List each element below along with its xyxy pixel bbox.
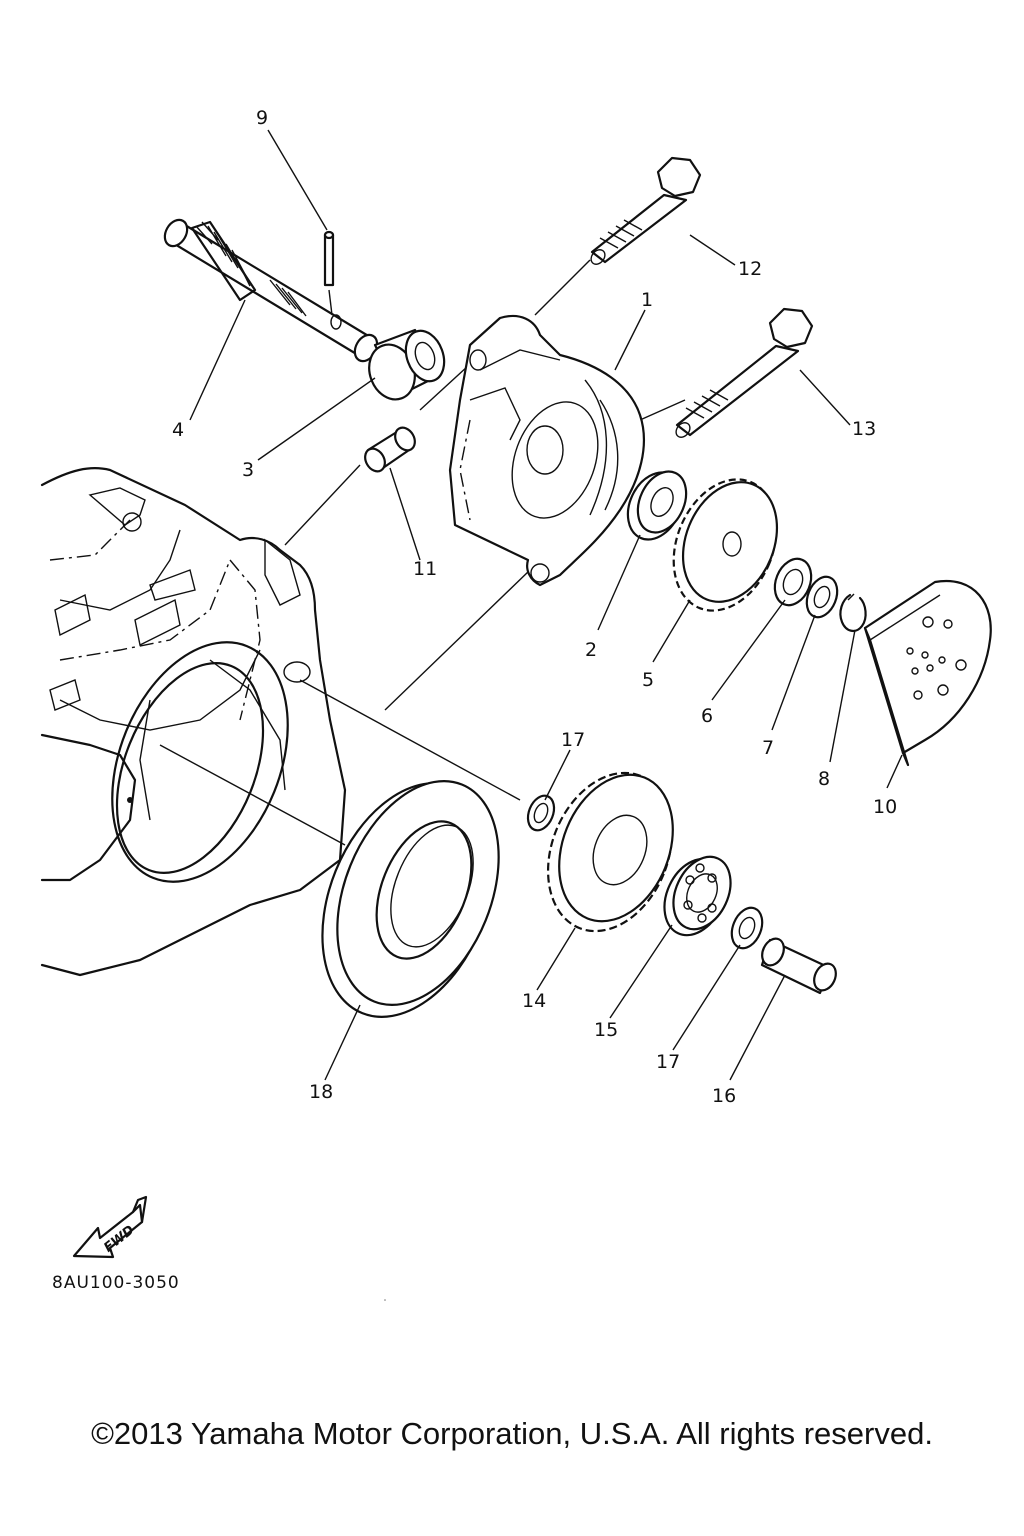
gear-14 xyxy=(546,771,674,933)
washer-17-upper xyxy=(526,794,556,832)
callout-labels: 9 12 1 13 4 3 11 2 5 6 7 8 10 17 14 15 1… xyxy=(172,107,897,1107)
sleeve-16 xyxy=(760,937,837,995)
pump-housing xyxy=(448,314,646,587)
copyright-notice: ©2013 Yamaha Motor Corporation, U.S.A. A… xyxy=(91,1416,933,1451)
callout-18: 18 xyxy=(309,1081,333,1103)
dowel-11 xyxy=(364,426,416,473)
callout-8: 8 xyxy=(818,768,830,790)
washer-6 xyxy=(773,557,813,607)
callout-7: 7 xyxy=(762,737,774,759)
gear-5 xyxy=(672,478,779,612)
large-seal-18 xyxy=(321,780,500,1018)
callout-14: 14 xyxy=(522,990,546,1012)
callout-6: 6 xyxy=(701,705,713,727)
callout-5: 5 xyxy=(642,669,654,691)
callout-13: 13 xyxy=(852,418,876,440)
drive-shaft-4 xyxy=(163,218,379,363)
callout-leaders xyxy=(189,129,903,1081)
callout-17-lower: 17 xyxy=(656,1051,680,1073)
washer-17-lower xyxy=(730,906,764,950)
bolt-13 xyxy=(675,307,814,438)
callout-9: 9 xyxy=(256,107,268,129)
callout-2: 2 xyxy=(585,639,597,661)
oil-seal-2 xyxy=(626,470,688,541)
bearing-15 xyxy=(663,855,732,937)
callout-15: 15 xyxy=(594,1019,618,1041)
pin-9 xyxy=(323,230,335,316)
callout-3: 3 xyxy=(242,459,254,481)
bushing-3 xyxy=(368,328,446,401)
gasket-plate-10 xyxy=(863,579,992,767)
callout-4: 4 xyxy=(172,419,184,441)
fwd-arrow-icon: FWD xyxy=(72,1195,148,1259)
diagram-code: 8AU100-3050 xyxy=(52,1273,180,1293)
callout-17-upper: 17 xyxy=(561,729,585,751)
bolt-12 xyxy=(590,156,702,265)
callout-12: 12 xyxy=(738,258,762,280)
circlip-8 xyxy=(839,593,867,632)
callout-1: 1 xyxy=(641,289,653,311)
crankcase-bore xyxy=(111,641,311,883)
callout-16: 16 xyxy=(712,1085,736,1107)
crankcase-housing xyxy=(40,467,347,977)
callout-11: 11 xyxy=(413,558,437,580)
callout-10: 10 xyxy=(873,796,897,818)
